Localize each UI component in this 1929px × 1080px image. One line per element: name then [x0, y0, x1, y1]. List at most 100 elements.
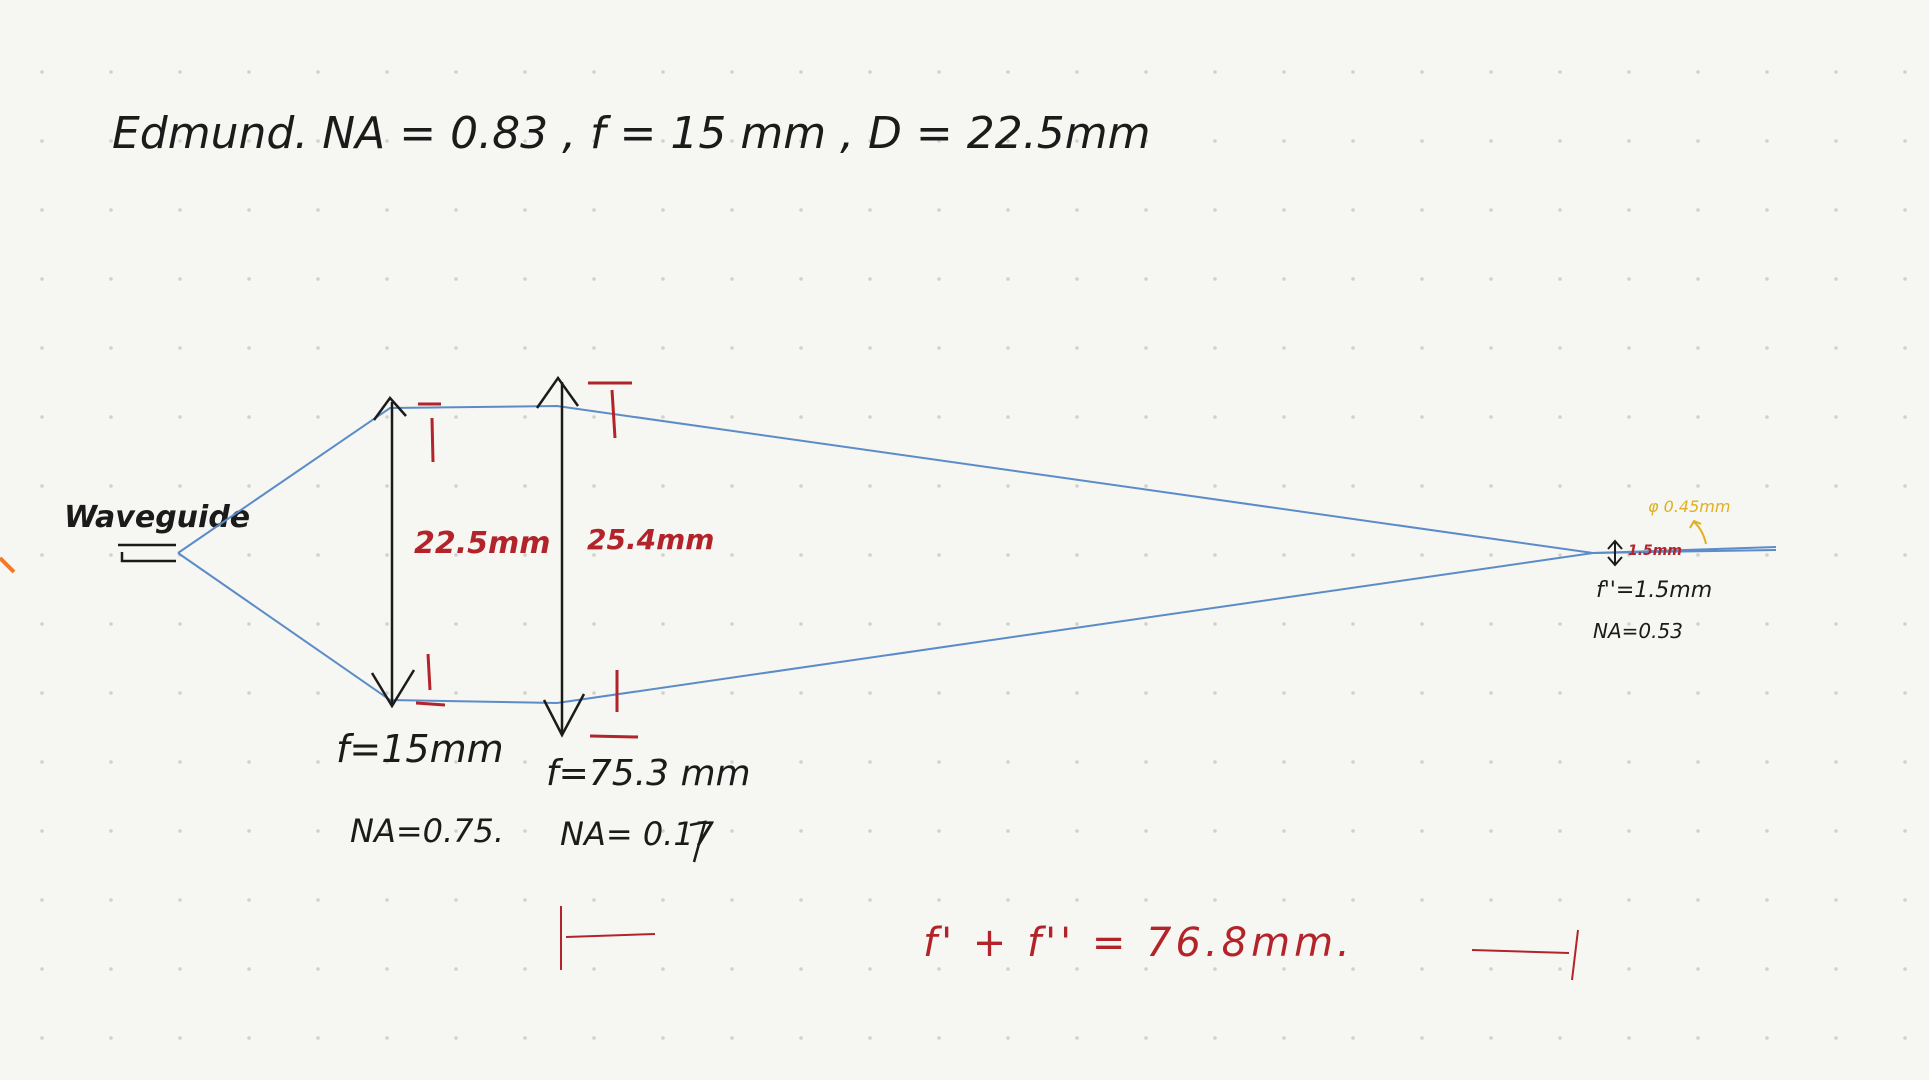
- grid-dot: [730, 553, 734, 557]
- grid-dot: [1903, 277, 1907, 281]
- grid-dot: [1075, 415, 1079, 419]
- grid-dot: [1006, 691, 1010, 695]
- grid-dot: [661, 484, 665, 488]
- grid-dot: [40, 622, 44, 626]
- grid-dot: [1351, 415, 1355, 419]
- grid-dot: [454, 139, 458, 143]
- grid-dot: [868, 484, 872, 488]
- grid-dot: [1627, 691, 1631, 695]
- grid-dot: [1558, 553, 1562, 557]
- grid-dot: [1834, 760, 1838, 764]
- orange-edge-mark: [0, 556, 16, 574]
- grid-dot: [316, 691, 320, 695]
- grid-dot: [1696, 346, 1700, 350]
- grid-dot: [109, 553, 113, 557]
- waveguide-label: Waveguide: [64, 500, 250, 535]
- grid-dot: [1558, 1036, 1562, 1040]
- waveguide-symbol: [118, 543, 176, 563]
- grid-dot: [1834, 415, 1838, 419]
- grid-dot: [109, 277, 113, 281]
- grid-dot: [937, 553, 941, 557]
- grid-dot: [1558, 415, 1562, 419]
- grid-dot: [1351, 691, 1355, 695]
- grid-dot: [385, 760, 389, 764]
- grid-dot: [730, 1036, 734, 1040]
- grid-dot: [385, 277, 389, 281]
- grid-dot: [592, 484, 596, 488]
- grid-dot: [1351, 760, 1355, 764]
- grid-dot: [1213, 484, 1217, 488]
- grid-dot: [1213, 1036, 1217, 1040]
- grid-dot: [1834, 829, 1838, 833]
- grid-dot: [1558, 277, 1562, 281]
- grid-dot: [937, 967, 941, 971]
- grid-dot: [1420, 70, 1424, 74]
- grid-dot: [799, 898, 803, 902]
- grid-dot: [1696, 622, 1700, 626]
- grid-dot: [109, 691, 113, 695]
- grid-dot: [1903, 622, 1907, 626]
- lens-1-bottom-arrow-icon: [370, 669, 416, 709]
- grid-dot: [1006, 484, 1010, 488]
- grid-dot: [1213, 898, 1217, 902]
- grid-dot: [1213, 691, 1217, 695]
- grid-dot: [592, 622, 596, 626]
- grid-dot: [1696, 898, 1700, 902]
- grid-dot: [1213, 208, 1217, 212]
- grid-dot: [109, 898, 113, 902]
- grid-dot: [316, 898, 320, 902]
- grid-dot: [1627, 622, 1631, 626]
- grid-dot: [523, 691, 527, 695]
- lens-2-top-arrow-icon: [535, 375, 580, 409]
- lens-1-na-label: NA=0.75.: [350, 812, 504, 850]
- grid-dot: [1213, 622, 1217, 626]
- grid-dot: [1765, 829, 1769, 833]
- grid-dot: [316, 484, 320, 488]
- grid-dot: [1765, 967, 1769, 971]
- lens-3: [1607, 539, 1623, 567]
- grid-dot: [1420, 484, 1424, 488]
- grid-dot: [40, 898, 44, 902]
- grid-dot: [1144, 622, 1148, 626]
- grid-dot: [937, 139, 941, 143]
- grid-dot: [1558, 70, 1562, 74]
- dot-grid: [40, 70, 1907, 1040]
- grid-dot: [1627, 484, 1631, 488]
- lens-1-focal-label: f=15mm: [336, 727, 504, 771]
- grid-dot: [661, 139, 665, 143]
- grid-dot: [316, 1036, 320, 1040]
- grid-dot: [661, 277, 665, 281]
- grid-dot: [1144, 691, 1148, 695]
- grid-dot: [937, 277, 941, 281]
- grid-dot: [1765, 277, 1769, 281]
- grid-dot: [1696, 415, 1700, 419]
- grid-dot: [1213, 760, 1217, 764]
- grid-dot: [385, 139, 389, 143]
- grid-dot: [247, 346, 251, 350]
- grid-dot: [1834, 1036, 1838, 1040]
- grid-dot: [1834, 898, 1838, 902]
- grid-dot: [109, 829, 113, 833]
- grid-dot: [523, 484, 527, 488]
- grid-dot: [1282, 139, 1286, 143]
- grid-dot: [1144, 967, 1148, 971]
- grid-dot: [454, 898, 458, 902]
- grid-dot: [1213, 139, 1217, 143]
- grid-dot: [1834, 139, 1838, 143]
- grid-dot: [1903, 415, 1907, 419]
- grid-dot: [1213, 70, 1217, 74]
- grid-dot: [799, 139, 803, 143]
- grid-dot: [523, 553, 527, 557]
- grid-dot: [1420, 829, 1424, 833]
- grid-dot: [1006, 553, 1010, 557]
- grid-dot: [592, 415, 596, 419]
- grid-dot: [1282, 553, 1286, 557]
- grid-dot: [1765, 484, 1769, 488]
- grid-dot: [1903, 829, 1907, 833]
- grid-dot: [661, 553, 665, 557]
- grid-dot: [247, 139, 251, 143]
- grid-dot: [1144, 70, 1148, 74]
- grid-dot: [247, 898, 251, 902]
- grid-dot: [109, 346, 113, 350]
- grid-dot: [592, 553, 596, 557]
